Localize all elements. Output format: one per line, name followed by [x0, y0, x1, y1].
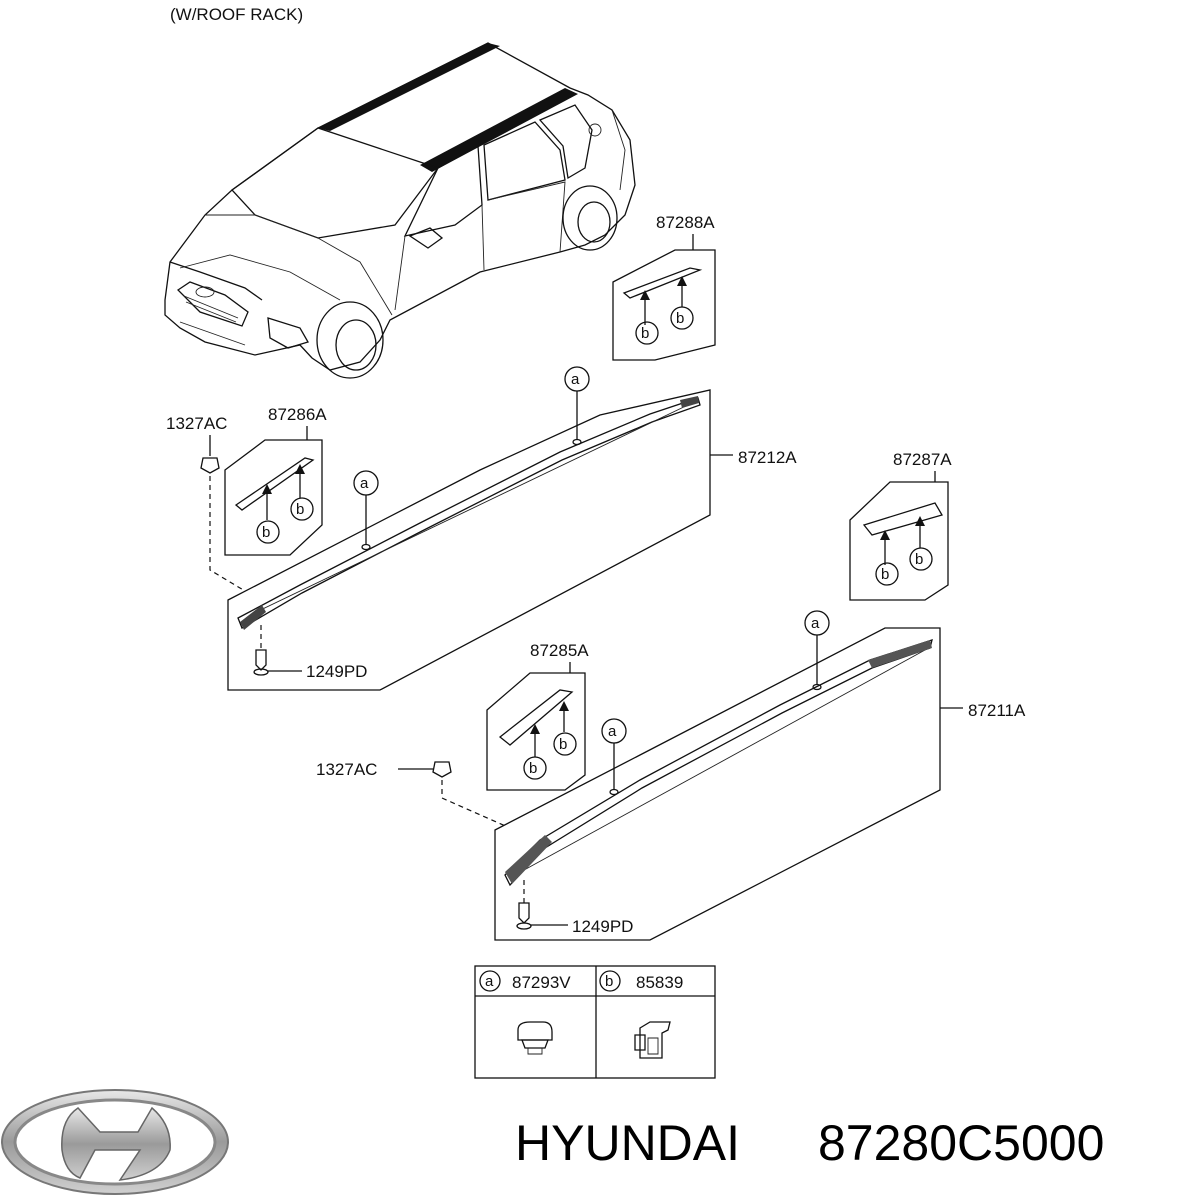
- part-label-87211A: 87211A: [968, 701, 1026, 720]
- part-87286A-group: 87286A b b: [224, 405, 327, 556]
- callout-a: a: [360, 475, 369, 492]
- part-box-87288A: [612, 249, 716, 361]
- part-label-87286A: 87286A: [268, 405, 327, 424]
- caption: (W/ROOF RACK): [170, 5, 303, 24]
- legend-callout-a: a: [485, 973, 494, 990]
- part-87285A-group: 87285A b b: [486, 641, 589, 791]
- part-label-1327AC-top: 1327AC: [166, 414, 227, 433]
- car-illustration: [164, 42, 636, 379]
- callout-b: b: [915, 551, 923, 568]
- part-label-1249PD-top: 1249PD: [306, 662, 367, 681]
- part-label-87212A: 87212A: [738, 448, 797, 467]
- hyundai-logo: [1, 1089, 229, 1195]
- callout-b: b: [559, 736, 567, 753]
- part-box-87212A: [227, 389, 711, 691]
- nut-1327AC-top: [200, 457, 220, 474]
- part-label-1327AC-bottom: 1327AC: [316, 760, 377, 779]
- bolt-1249PD-bottom: [518, 902, 530, 924]
- fastener-legend-table: a 87293V b 85839: [474, 965, 716, 1079]
- part-label-1249PD-bottom: 1249PD: [572, 917, 633, 936]
- legend-code-a: 87293V: [512, 973, 571, 992]
- clip-85839-icon: [634, 1021, 671, 1059]
- legend-code-b: 85839: [636, 973, 683, 992]
- callout-b: b: [296, 501, 304, 518]
- callout-b: b: [676, 310, 684, 327]
- callout-a: a: [608, 723, 617, 740]
- part-87288A-group: 87288A b b: [612, 213, 716, 361]
- legend-callout-b: b: [605, 973, 613, 990]
- part-label-87287A: 87287A: [893, 450, 952, 469]
- part-87287A-group: 87287A b b: [849, 450, 952, 601]
- callout-b: b: [641, 325, 649, 342]
- part-number: 87280C5000: [818, 1115, 1104, 1171]
- part-box-87287A: [849, 481, 949, 601]
- part-label-87288A: 87288A: [656, 213, 715, 232]
- part-box-87286A: [224, 439, 323, 556]
- callout-b: b: [881, 566, 889, 583]
- part-label-87285A: 87285A: [530, 641, 589, 660]
- callout-a: a: [571, 371, 580, 388]
- nut-1327AC-bottom: [432, 761, 452, 778]
- brand-name: HYUNDAI: [515, 1115, 740, 1171]
- part-box-87211A: [494, 627, 941, 941]
- clip-87293V-icon: [517, 1021, 553, 1055]
- part-87212A-group: 87212A a a 1249PD: [227, 366, 797, 691]
- callout-a: a: [811, 615, 820, 632]
- callout-b: b: [529, 760, 537, 777]
- callout-b: b: [262, 524, 270, 541]
- part-87211A-group: 87211A a a 1249PD: [494, 610, 1026, 941]
- bolt-1249PD-top: [255, 649, 267, 671]
